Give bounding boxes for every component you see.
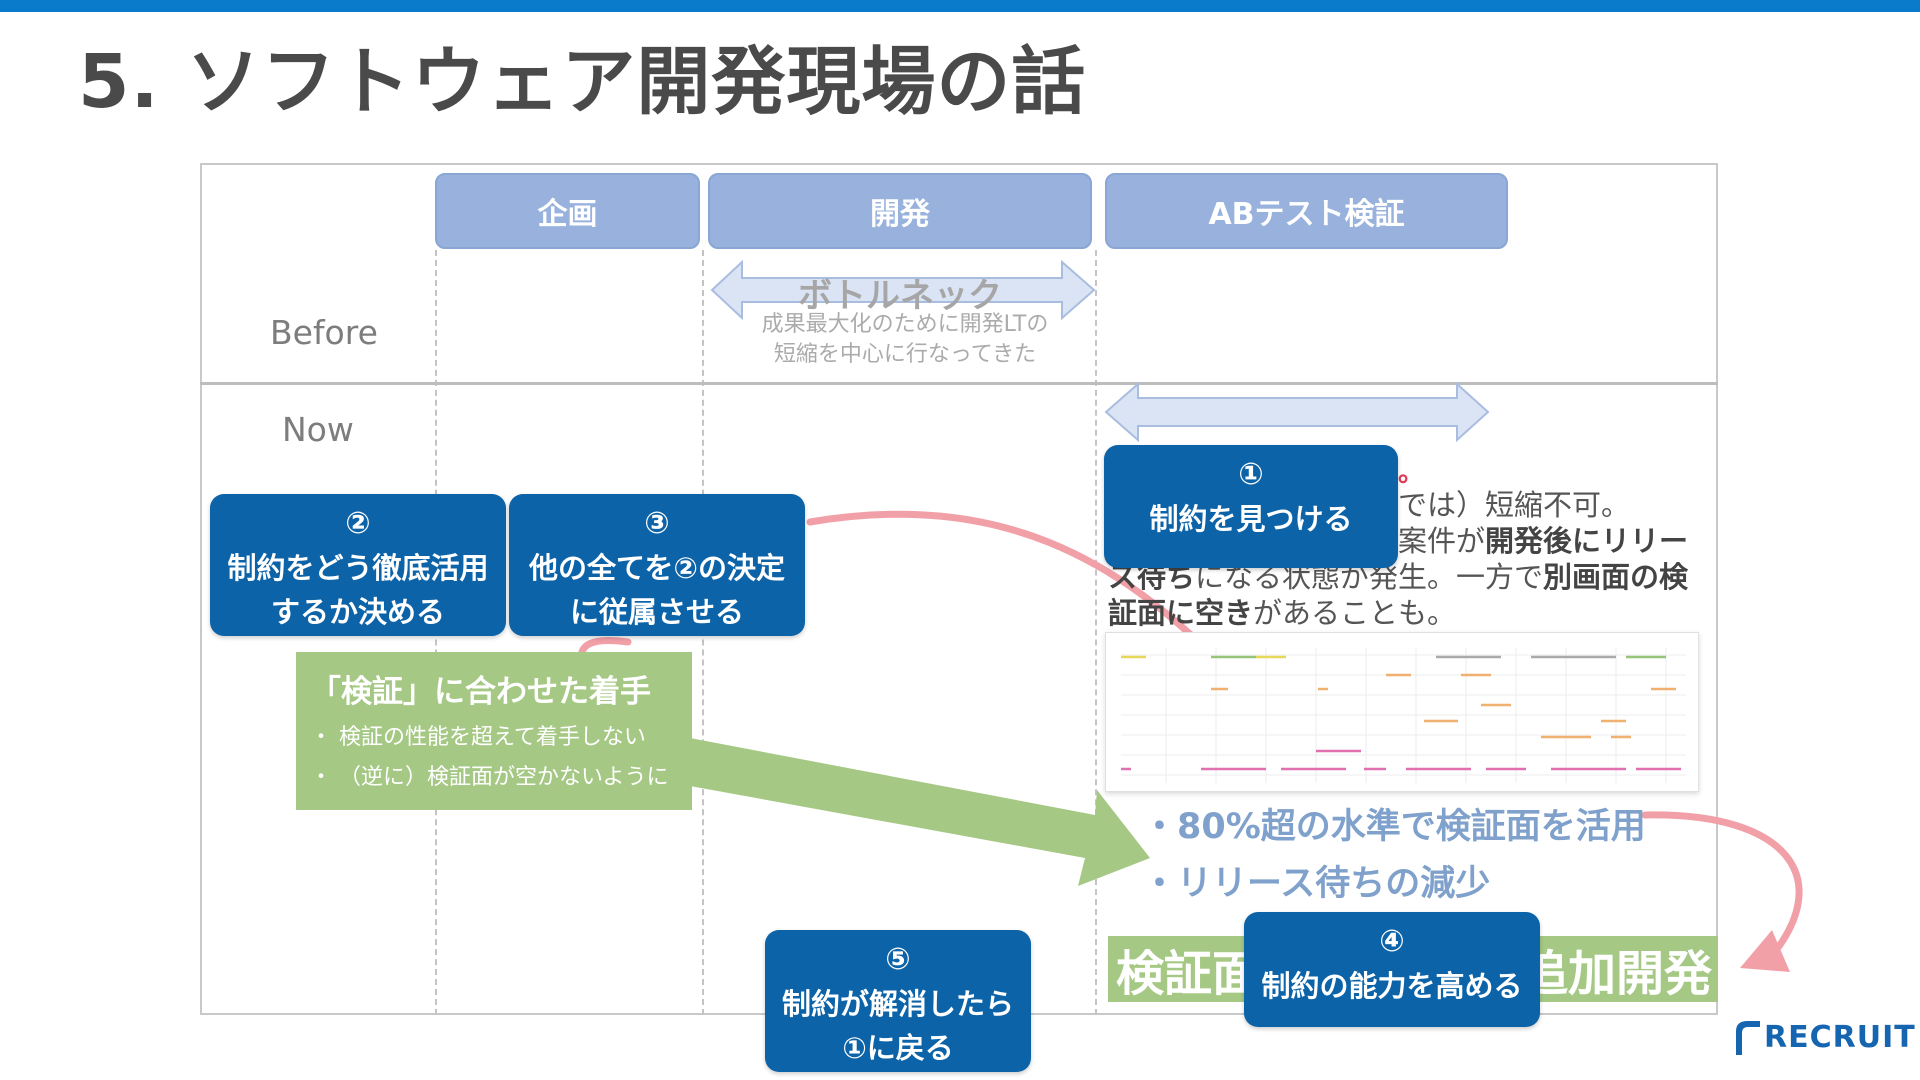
step-number: ④ (1379, 924, 1405, 959)
phase-development: 開発 (708, 173, 1092, 249)
now-bold: 別画面の検 (1543, 560, 1689, 594)
logo-wordmark: RECRUIT (1764, 1019, 1916, 1055)
step-text: 制約が解消したら (781, 987, 1014, 1021)
logo-mark-icon (1736, 1021, 1760, 1055)
result-bullet-utilization: ・80%超の水準で検証面を活用 (1142, 807, 1646, 847)
callout-item: ・ （逆に）検証面が空かないように (310, 765, 669, 790)
now-line: では）短縮不可。 (1398, 488, 1631, 522)
phase-ab-test: ABテスト検証 (1105, 173, 1508, 249)
step-text: に従属させる (569, 595, 744, 629)
slide-title: 5. ソフトウェア開発現場の話 (78, 39, 1087, 125)
callout-item: ・ 検証の性能を超えて着手しない (310, 725, 646, 750)
step-number: ③ (644, 506, 670, 541)
step-number: ① (1238, 457, 1264, 492)
now-double-arrow (1104, 381, 1490, 443)
bottleneck-note: 成果最大化のために開発LTの 短縮を中心に行なってきた (730, 310, 1080, 370)
pink-arrowhead (1740, 930, 1790, 972)
pink-curve-arrow-top (806, 510, 1229, 672)
now-line: 案件が開発後にリリー (1108, 523, 1708, 559)
step-number: ⑤ (885, 942, 911, 977)
callout-heading: 「検証」に合わせた着手 (310, 674, 651, 710)
result-bullet-release-wait: ・リリース待ちの減少 (1142, 864, 1491, 904)
subordinate-callout: 「検証」に合わせた着手 ・ 検証の性能を超えて着手しない ・ （逆に）検証面が空… (296, 652, 692, 810)
step-number: ② (345, 506, 371, 541)
strip-right-text: 追加開発 (1510, 936, 1718, 1002)
row-label-now: Now (282, 410, 354, 449)
green-big-arrow (690, 738, 1150, 886)
recruit-logo: RECRUIT (1732, 1017, 1916, 1057)
bottleneck-note-line: 成果最大化のために開発LTの (761, 312, 1049, 337)
step-text: するか決める (270, 595, 445, 629)
step-text: 制約をどう徹底活用 (227, 551, 489, 585)
pink-curve-arrow-right (1641, 811, 1803, 962)
step-text: ①に戻る (842, 1031, 954, 1065)
strip-left-text: 検証面 (1108, 936, 1266, 1002)
now-bold: 証面に空き (1108, 596, 1254, 630)
top-accent-bar (0, 0, 1920, 12)
now-pink-fragment: 。 (1398, 458, 1425, 488)
now-text: 案件が (1398, 524, 1486, 558)
phase-planning: 企画 (435, 173, 700, 249)
step-3-box: ③ 他の全てを②の決定 に従属させる (509, 494, 805, 636)
schedule-thumbnail (1105, 632, 1699, 792)
schedule-gantt-image (1121, 648, 1686, 783)
step-2-box: ② 制約をどう徹底活用 するか決める (210, 494, 506, 636)
now-text: があることも。 (1253, 596, 1457, 630)
now-bold: 開発後にリリー (1485, 524, 1689, 558)
row-label-before: Before (270, 313, 378, 352)
step-text: 制約の能力を高める (1261, 969, 1523, 1003)
bottleneck-note-line: 短縮を中心に行なってきた (773, 342, 1037, 367)
bottleneck-label: ボトルネック (798, 276, 1002, 316)
pink-curve-stub (578, 636, 632, 656)
step-4-box: ④ 制約の能力を高める (1244, 912, 1540, 1027)
phase-divider (1095, 250, 1097, 1015)
step-1-box: ① 制約を見つける (1104, 445, 1398, 568)
step-5-box: ⑤ 制約が解消したら ①に戻る (765, 930, 1031, 1072)
row-divider (200, 382, 1718, 385)
now-line: 証面に空きがあることも。 (1108, 595, 1708, 631)
step-text: 他の全てを②の決定 (529, 551, 785, 585)
step-text: 制約を見つける (1149, 502, 1353, 536)
bottleneck-double-arrow (710, 259, 1096, 321)
